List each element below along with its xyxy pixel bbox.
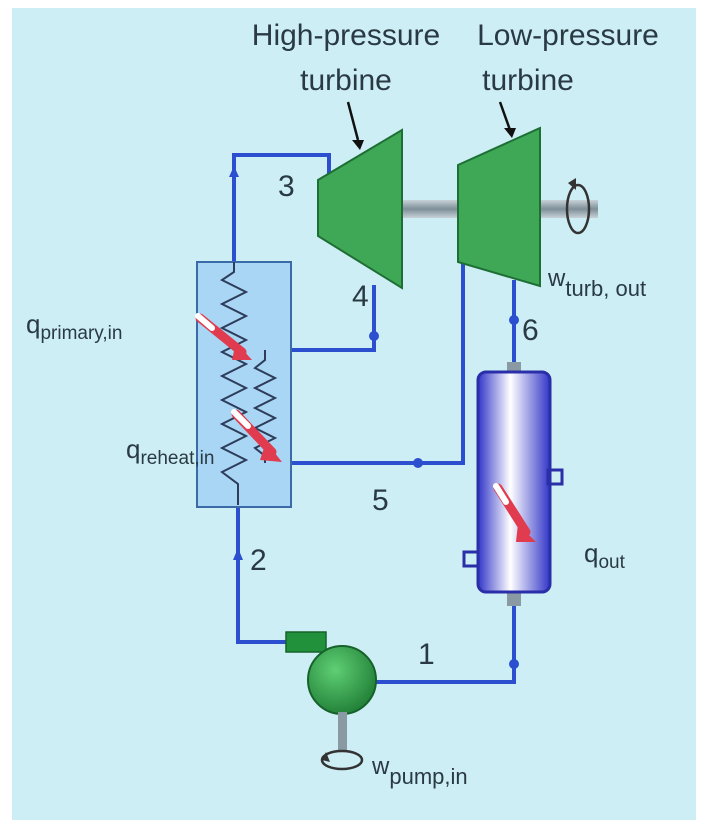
state-label-4: 4 xyxy=(352,280,369,313)
condenser xyxy=(476,370,552,594)
condenser-cooling-inlet xyxy=(546,468,564,486)
boiler xyxy=(196,261,292,508)
pump-shaft xyxy=(338,712,347,752)
flow-dot-5 xyxy=(413,458,423,468)
flow-dot-4 xyxy=(369,331,379,341)
flow-markers xyxy=(229,166,519,669)
flow-arrow-2 xyxy=(233,548,243,560)
high-pressure-turbine xyxy=(317,128,403,290)
reheat-heat-input-arrow xyxy=(231,409,282,462)
hp-turbine-label-line2: turbine xyxy=(300,64,392,97)
q-out-label: qout xyxy=(584,538,626,573)
reheat-coil xyxy=(252,350,278,463)
shaft-rotation-icon xyxy=(565,178,591,235)
q-primary-label: qprimary,in xyxy=(26,309,122,344)
lp-turbine-label-line1: Low-pressure xyxy=(477,19,659,52)
state-label-6: 6 xyxy=(522,314,539,347)
primary-heat-input-arrow xyxy=(195,313,252,360)
condenser-cooling-outlet xyxy=(462,550,480,568)
pipe-state-4 xyxy=(265,285,376,352)
q-reheat-label: qreheat,in xyxy=(126,434,214,469)
state-label-3: 3 xyxy=(278,170,295,203)
flow-dot-6 xyxy=(509,315,519,325)
flow-dot-1 xyxy=(509,659,519,669)
flow-arrow-3 xyxy=(229,166,239,177)
pipe-state-3 xyxy=(232,153,331,262)
hp-turbine-pointer xyxy=(346,101,360,141)
pipe-state-5 xyxy=(265,262,465,465)
lp-turbine-pointer xyxy=(498,101,512,131)
pump xyxy=(307,645,377,715)
lp-turbine-label-line2: turbine xyxy=(482,64,574,97)
pipe-state-1 xyxy=(372,590,516,684)
hp-turbine-label-line1: High-pressure xyxy=(252,19,440,52)
w-turb-out-label: wturb, out xyxy=(547,265,646,301)
state-label-1: 1 xyxy=(418,638,435,671)
state-label-5: 5 xyxy=(372,484,389,517)
w-pump-in-label: wpump,in xyxy=(371,753,468,789)
state-label-2: 2 xyxy=(250,544,267,577)
heat-output-arrow xyxy=(493,483,536,542)
primary-heating-coil xyxy=(219,262,249,505)
pump-rotation-icon xyxy=(320,749,364,771)
low-pressure-turbine xyxy=(457,126,541,288)
pump-outlet xyxy=(285,631,327,653)
